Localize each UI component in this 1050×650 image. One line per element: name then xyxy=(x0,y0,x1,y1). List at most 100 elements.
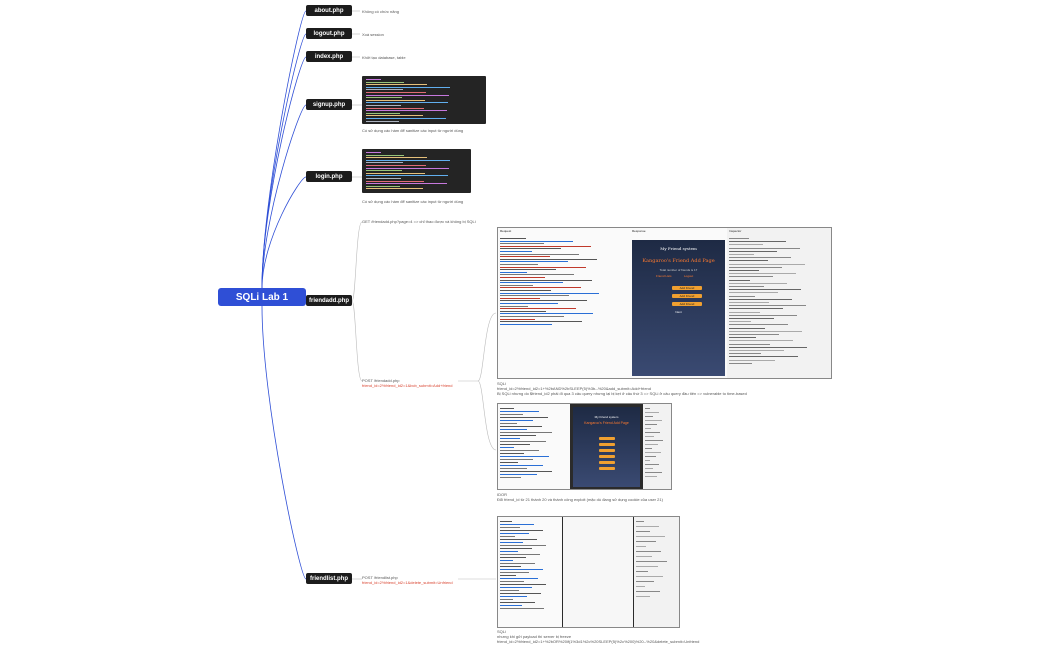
text-line xyxy=(500,240,573,242)
node-friendlist[interactable]: friendlist.php xyxy=(306,573,352,584)
code-line xyxy=(366,97,402,99)
code-line xyxy=(366,175,448,177)
logout-link[interactable]: Logout xyxy=(684,274,694,278)
text-line xyxy=(500,308,576,310)
text-line xyxy=(500,587,533,588)
text-line xyxy=(729,260,768,262)
text-line xyxy=(500,468,528,469)
text-line xyxy=(500,542,524,543)
request-pane-3 xyxy=(498,517,562,627)
text-line xyxy=(500,554,541,555)
text-line xyxy=(500,453,524,454)
code-line xyxy=(366,157,427,159)
text-line xyxy=(500,292,599,294)
add-friend-button-thumb[interactable] xyxy=(599,437,615,440)
note-friendlist-body: friend_id=2%friend_id2=1&delete_submit=U… xyxy=(362,580,453,585)
code-line xyxy=(366,167,449,169)
add-friend-button-3[interactable]: Add Friend xyxy=(672,302,702,306)
add-friend-button-thumb[interactable] xyxy=(599,461,615,464)
text-line xyxy=(500,462,518,463)
text-line xyxy=(636,526,660,527)
text-line xyxy=(500,429,527,430)
text-line xyxy=(500,243,544,245)
text-line xyxy=(729,334,779,335)
code-line xyxy=(366,185,400,187)
add-friend-button-2[interactable]: Add Friend xyxy=(672,294,702,298)
node-index[interactable]: index.php xyxy=(306,51,352,62)
edge-logout xyxy=(261,33,307,289)
node-login[interactable]: login.php xyxy=(306,171,352,182)
text-line xyxy=(500,295,570,297)
text-line xyxy=(645,408,650,409)
edge-post-shot1 xyxy=(458,312,497,382)
note-friendadd-post-method: POST /friendadd.php xyxy=(362,378,400,383)
edge-post-shot2 xyxy=(477,380,497,451)
text-line xyxy=(500,269,557,271)
text-line xyxy=(645,432,660,433)
text-line xyxy=(729,327,765,329)
text-line xyxy=(500,477,522,478)
node-friendadd[interactable]: friendadd.php xyxy=(306,295,352,306)
add-friend-button-thumb[interactable] xyxy=(599,467,615,470)
login-code-image xyxy=(362,149,471,193)
text-line xyxy=(636,581,655,582)
friendlist-post-body-text: friend_id=2%friend_id2=1&delete_submit=U… xyxy=(362,580,453,585)
text-line xyxy=(500,290,552,291)
text-line xyxy=(500,584,547,585)
add-friend-button-1[interactable]: Add Friend xyxy=(672,286,702,290)
text-line xyxy=(645,428,651,429)
request-pane: Request xyxy=(498,228,630,378)
text-line xyxy=(636,521,645,522)
node-signup[interactable]: signup.php xyxy=(306,99,352,110)
text-line xyxy=(500,590,519,591)
code-line xyxy=(366,115,423,117)
text-line xyxy=(645,440,664,441)
text-line xyxy=(500,258,598,260)
code-line xyxy=(366,118,446,119)
text-line xyxy=(500,438,521,439)
text-line xyxy=(729,337,756,339)
text-line xyxy=(729,279,750,281)
note-index: Khởi tạo database, table xyxy=(362,55,406,60)
text-line xyxy=(636,566,658,567)
text-line xyxy=(636,556,652,557)
text-line xyxy=(729,343,770,345)
text-line xyxy=(729,308,783,310)
text-line xyxy=(500,566,521,567)
text-line xyxy=(500,563,535,564)
add-friend-button-thumb[interactable] xyxy=(599,449,615,452)
text-line xyxy=(729,270,759,271)
text-line xyxy=(645,460,651,461)
text-line xyxy=(500,248,562,250)
node-logout[interactable]: logout.php xyxy=(306,28,352,39)
text-line xyxy=(500,238,526,239)
text-line xyxy=(500,251,532,252)
node-about[interactable]: about.php xyxy=(306,5,352,16)
friend-lists-link[interactable]: Friend Lists xyxy=(656,274,672,278)
burp-screenshot-1: Request Response My Friend system Kangar… xyxy=(497,227,832,379)
text-line xyxy=(500,533,529,534)
add-friend-button-thumb[interactable] xyxy=(599,455,615,458)
text-line xyxy=(500,310,547,312)
text-line xyxy=(645,456,656,457)
text-line xyxy=(500,456,549,457)
text-line xyxy=(729,244,763,246)
text-line xyxy=(500,605,522,606)
text-line xyxy=(500,420,533,421)
text-line xyxy=(636,561,668,562)
text-line xyxy=(636,536,666,537)
text-line xyxy=(729,356,798,358)
text-line xyxy=(500,287,581,289)
next-link[interactable]: Next xyxy=(675,310,682,314)
text-line xyxy=(500,261,568,263)
add-friend-button-thumb[interactable] xyxy=(599,443,615,446)
rendered-page-2: My Friend system Kangaroo's Friend Add P… xyxy=(573,407,640,487)
code-line xyxy=(366,170,402,172)
shot1-caption-3: Bị SQLi nhưng do $friend_id2 phải đi qua… xyxy=(497,391,747,396)
text-line xyxy=(500,471,553,472)
root-node[interactable]: SQLi Lab 1 xyxy=(218,288,306,306)
text-line xyxy=(500,527,521,528)
text-line xyxy=(500,548,532,549)
text-line xyxy=(500,303,558,304)
text-line xyxy=(500,323,553,325)
